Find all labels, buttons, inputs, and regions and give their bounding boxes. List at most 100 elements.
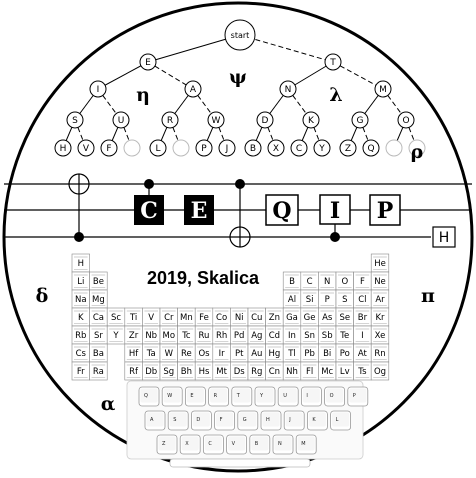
element-cell: Zn [265, 307, 284, 327]
tree-node-circle [139, 53, 157, 71]
tree-node-circle [351, 111, 369, 129]
element-cell: Cl [353, 289, 372, 309]
element-cell: Rf [124, 361, 143, 381]
element-cell: Ca [89, 307, 108, 327]
tree-node: L [149, 139, 167, 157]
element-cell: W [159, 343, 178, 363]
tree-node-circle [218, 139, 236, 157]
element-box [370, 361, 390, 381]
element-cell: Cd [265, 325, 284, 345]
element-cell: Cs [71, 343, 90, 363]
key-top [326, 388, 344, 403]
element-cell: Pb [300, 343, 319, 363]
tree-node-label: K [308, 116, 315, 126]
element-cell: Mo [159, 325, 178, 345]
tree-node-label: A [190, 85, 197, 95]
element-cell: Bh [177, 361, 196, 381]
key-x: X [179, 434, 201, 455]
tree-node-circle [195, 139, 213, 157]
gate-p-box [369, 194, 401, 226]
element-symbol: Cs [76, 349, 87, 359]
key-z: Z [156, 434, 178, 455]
element-cell: H [71, 253, 90, 273]
element-cell: He [370, 253, 390, 273]
key-m: M [295, 434, 317, 455]
tree-edge-dash [239, 34, 334, 63]
tree-node-circle [54, 139, 72, 157]
key-label: N [278, 441, 282, 447]
element-symbol: Mg [92, 295, 105, 305]
tree-node-label: P [201, 144, 207, 154]
tree-edge-dash [332, 61, 384, 90]
element-cell: Nb [142, 325, 161, 345]
tree-node-label: J [225, 144, 229, 154]
element-symbol: Mt [216, 367, 227, 377]
element-symbol: O [341, 277, 348, 287]
tree-node-circle [302, 111, 320, 129]
element-symbol: Sn [304, 331, 315, 341]
key-label: V [232, 441, 236, 447]
gate-c-label: C [140, 198, 158, 224]
tree-node-circle [290, 139, 308, 157]
element-symbol: As [322, 313, 333, 323]
tree-node-label: N [285, 85, 292, 95]
quantum-circuit: C E Q I P H [4, 173, 472, 248]
tree-node-circle [77, 139, 95, 157]
tree-node: start [224, 19, 256, 51]
element-cell: Mg [89, 289, 108, 309]
tree-node-label: X [273, 144, 279, 154]
element-symbol: Cl [358, 295, 366, 305]
tree-node-circle [408, 139, 426, 157]
event-caption: 2019, Skalica [147, 268, 260, 288]
element-symbol: Ts [357, 367, 367, 377]
element-symbol: Sc [111, 313, 121, 323]
tree-node-label: Z [345, 144, 351, 154]
tree-node-label: start [231, 31, 250, 40]
element-symbol: N [324, 277, 330, 287]
key-top [169, 412, 187, 427]
element-cell: Zr [124, 325, 143, 345]
element-symbol: C [307, 277, 313, 287]
key-t: T [231, 386, 253, 407]
key-top [233, 388, 251, 403]
element-cell: Ne [370, 271, 390, 291]
element-cell: Cu [247, 307, 266, 327]
key-j: J [283, 410, 305, 431]
key-label: K [312, 417, 316, 423]
key-label: T [236, 393, 241, 399]
element-symbol: Mc [321, 367, 333, 377]
element-cell: Hg [265, 343, 284, 363]
element-symbol: P [325, 295, 330, 305]
tree-edge-dash [147, 61, 194, 90]
element-symbol: Sg [163, 367, 174, 377]
element-symbol: Al [288, 295, 296, 305]
element-symbol: Os [198, 349, 210, 359]
gate-e-label: E [191, 198, 208, 224]
element-cell: O [335, 271, 354, 291]
element-symbol: S [342, 295, 347, 305]
tree-node-circle [385, 139, 403, 157]
tree-node-empty [408, 139, 426, 157]
element-cell: Fl [300, 361, 319, 381]
element-cell: Li [71, 271, 90, 291]
element-symbol: Li [77, 277, 84, 287]
tree-node-circle [374, 80, 392, 98]
element-symbol: Na [75, 295, 87, 305]
element-cell: Al [282, 289, 302, 309]
gate-e-box [184, 195, 214, 225]
tree-node-label: I [97, 85, 100, 95]
element-cell: Tl [282, 343, 302, 363]
key-label: Z [162, 441, 166, 447]
i-gate-control [330, 232, 340, 242]
gate-h-box [432, 226, 456, 248]
element-cell: Ge [300, 307, 319, 327]
key-k: K [306, 410, 328, 431]
tree-node: Z [339, 139, 357, 157]
key-label: Y [259, 393, 264, 399]
element-cell: Na [71, 289, 90, 309]
tree-node: D [256, 111, 274, 129]
tree-node: S [66, 111, 84, 129]
key-top [251, 436, 269, 451]
